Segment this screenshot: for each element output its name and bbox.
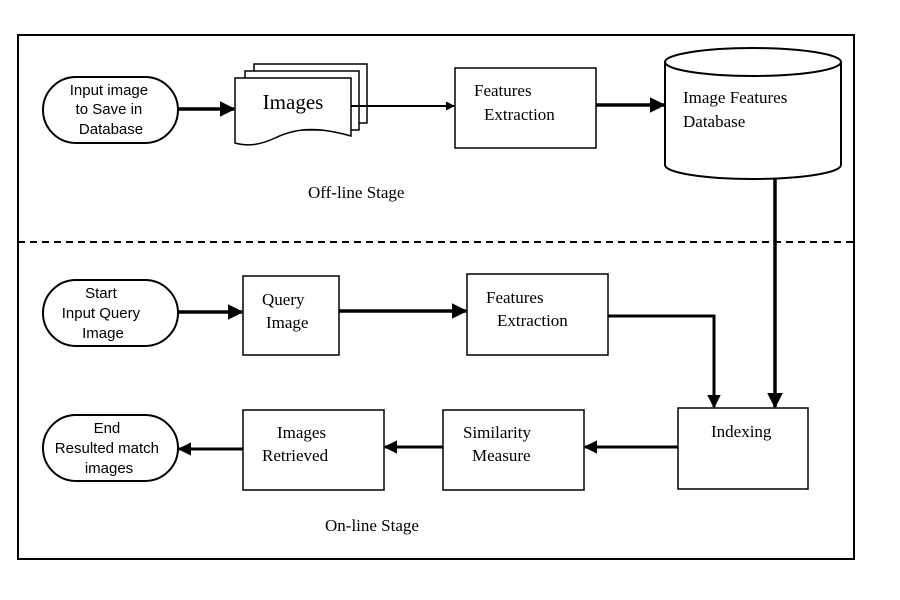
online-features-extraction-label: Features Extraction — [486, 288, 568, 330]
similarity-measure-label: Similarity Measure — [463, 423, 535, 465]
images-retrieved-box — [242, 409, 385, 491]
end-label: End Resulted match images — [55, 420, 163, 477]
offline-features-extraction-label: Features Extraction — [474, 81, 555, 124]
offline-stage-label: Off-line Stage — [308, 183, 404, 202]
query-image-label: Query Image — [262, 290, 309, 332]
indexing-label: Indexing — [711, 422, 772, 441]
online-stage-label: On-line Stage — [325, 516, 419, 535]
image-features-database-label: Image Features Database — [683, 88, 792, 131]
query-image-box — [242, 275, 340, 356]
start-label: Start Input Query Image — [62, 285, 145, 342]
images-document-stack — [234, 63, 368, 146]
input-image-label: Input image to Save in Database — [70, 82, 153, 138]
offline-features-extraction-box — [454, 67, 597, 149]
images-retrieved-label: Images Retrieved — [262, 423, 330, 465]
indexing-box — [677, 407, 809, 490]
online-features-extraction-box — [466, 273, 609, 356]
images-label: Images — [263, 90, 324, 114]
outer-frame — [17, 34, 855, 560]
image-features-database — [664, 47, 842, 180]
arrow-features-to-indexing — [608, 314, 721, 409]
